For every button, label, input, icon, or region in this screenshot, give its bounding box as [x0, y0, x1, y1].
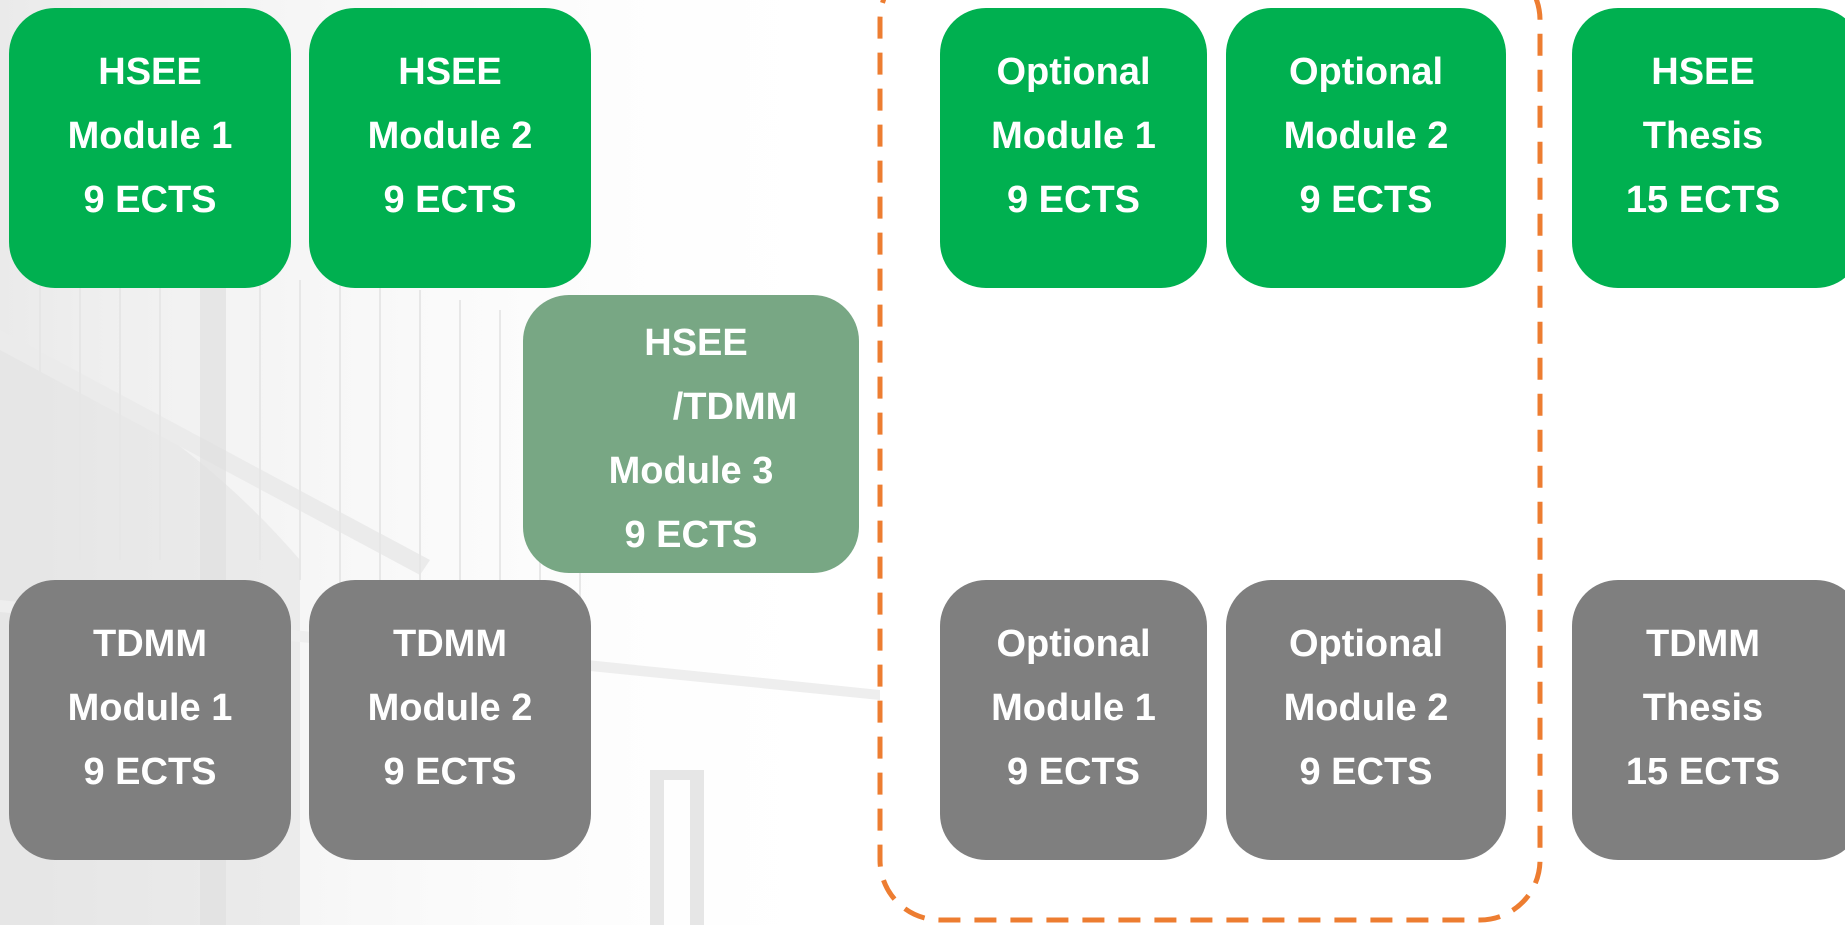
tdmm-optional-module-1-box: Optional Module 1 9 ECTS: [940, 580, 1207, 860]
hsee-module-2-box: HSEE Module 2 9 ECTS: [309, 8, 591, 288]
shared-module-3-box: HSEE /TDMM Module 3 9 ECTS: [523, 295, 859, 573]
tdmm-module-2-program: TDMM: [393, 623, 507, 665]
hsee-thesis-box: HSEE Thesis 15 ECTS: [1572, 8, 1845, 288]
hsee-module-2-name: Module 2: [367, 115, 533, 157]
tdmm-module-1-credits: 9 ECTS: [83, 751, 217, 793]
tdmm-optional-2-credits: 9 ECTS: [1299, 751, 1433, 793]
hsee-optional-module-1-box: Optional Module 1 9 ECTS: [940, 8, 1207, 288]
tdmm-module-2-name: Module 2: [367, 687, 533, 729]
tdmm-module-1-name: Module 1: [67, 687, 233, 729]
hsee-optional-2-label: Optional: [1288, 51, 1444, 93]
tdmm-module-1-program: TDMM: [93, 623, 207, 665]
tdmm-optional-2-name: Module 2: [1283, 687, 1449, 729]
tdmm-thesis-name: Thesis: [1642, 687, 1764, 729]
tdmm-thesis-box: TDMM Thesis 15 ECTS: [1572, 580, 1845, 860]
hsee-module-1-box: HSEE Module 1 9 ECTS: [9, 8, 291, 288]
tdmm-module-2-box: TDMM Module 2 9 ECTS: [309, 580, 591, 860]
hsee-module-1-program: HSEE: [98, 51, 202, 93]
hsee-optional-module-2-box: Optional Module 2 9 ECTS: [1226, 8, 1506, 288]
tdmm-thesis-program: TDMM: [1646, 623, 1760, 665]
hsee-thesis-program: HSEE: [1651, 51, 1755, 93]
hsee-optional-2-credits: 9 ECTS: [1299, 179, 1433, 221]
shared-module-program-1: HSEE: [644, 322, 748, 364]
hsee-thesis-credits: 15 ECTS: [1625, 179, 1781, 221]
shared-module-credits: 9 ECTS: [624, 514, 758, 556]
tdmm-optional-2-label: Optional: [1288, 623, 1444, 665]
hsee-optional-1-credits: 9 ECTS: [1006, 179, 1141, 221]
tdmm-optional-1-name: Module 1: [991, 687, 1156, 729]
hsee-module-2-program: HSEE: [398, 51, 502, 93]
tdmm-module-1-box: TDMM Module 1 9 ECTS: [9, 580, 291, 860]
tdmm-module-2-credits: 9 ECTS: [383, 751, 517, 793]
hsee-thesis-name: Thesis: [1642, 115, 1764, 157]
hsee-module-2-credits: 9 ECTS: [383, 179, 517, 221]
hsee-optional-1-name: Module 1: [991, 115, 1156, 157]
hsee-optional-2-name: Module 2: [1283, 115, 1449, 157]
hsee-optional-1-label: Optional: [996, 51, 1151, 93]
shared-module-program-2: /TDMM: [672, 386, 798, 428]
shared-module-name: Module 3: [608, 450, 774, 492]
tdmm-optional-1-credits: 9 ECTS: [1006, 751, 1141, 793]
hsee-module-1-name: Module 1: [67, 115, 233, 157]
tdmm-thesis-credits: 15 ECTS: [1625, 751, 1781, 793]
tdmm-optional-1-label: Optional: [996, 623, 1151, 665]
tdmm-optional-module-2-box: Optional Module 2 9 ECTS: [1226, 580, 1506, 860]
hsee-module-1-credits: 9 ECTS: [83, 179, 217, 221]
